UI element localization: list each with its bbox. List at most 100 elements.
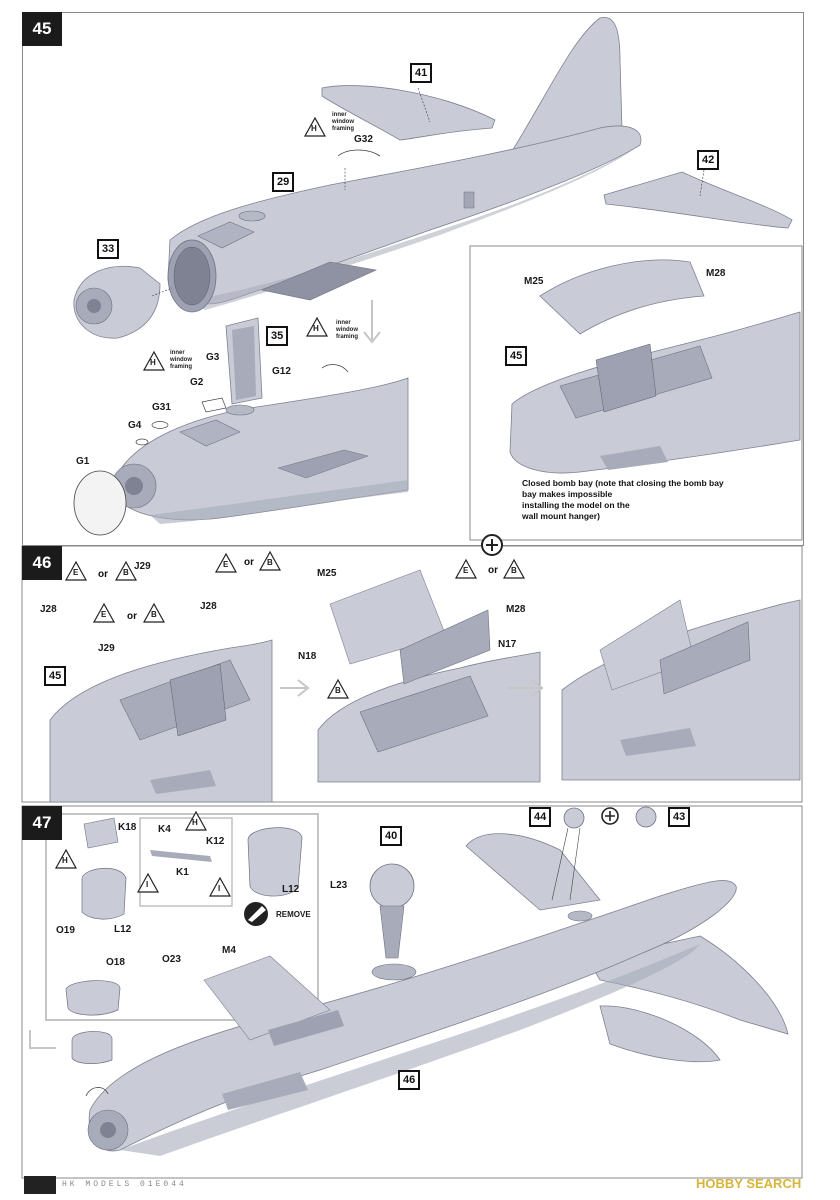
- part-o18: O18: [106, 957, 125, 968]
- part-m28-inset: M28: [706, 268, 726, 279]
- fuselage-step47: [87, 833, 789, 1156]
- triangle-h-2-label: H: [313, 324, 319, 333]
- or-text-1: or: [98, 569, 108, 580]
- triangle-h-5-label: H: [192, 818, 198, 827]
- footer-brand: HK MODELS 01E044: [62, 1180, 187, 1189]
- canopy-g1: [73, 470, 127, 536]
- triangle-i-1: [136, 872, 160, 893]
- triangle-h-4-label: H: [62, 856, 68, 865]
- turret-40: [369, 863, 415, 959]
- step-47-badge: 47: [22, 806, 62, 840]
- note-inner-window-framing-1: inner window framing: [332, 112, 355, 132]
- part-j28-left: J28: [40, 604, 57, 615]
- triangle-e-1-label: E: [73, 568, 79, 577]
- triangle-b-4-label: B: [335, 686, 341, 695]
- triangle-i-2-label: I: [218, 884, 221, 893]
- part-n18: N18: [298, 651, 317, 662]
- subassembly-41: 41: [410, 63, 433, 83]
- subassembly-45-step46: 45: [44, 666, 67, 686]
- triangle-h-5: [184, 810, 208, 831]
- triangle-i-2: [208, 876, 232, 897]
- triangle-b-5: [502, 558, 526, 579]
- triangle-e-2: [214, 552, 238, 573]
- closed-bomb-bay-caption: Closed bomb bay (note that closing the b…: [522, 478, 724, 521]
- part-35-assembly: [225, 317, 263, 405]
- step-45-badge: 45: [22, 12, 62, 46]
- part-g4: G4: [128, 420, 142, 431]
- note-inner-window-framing-2: inner window framing: [336, 320, 359, 340]
- part-m25-46: M25: [317, 568, 337, 579]
- part-k12: K12: [206, 836, 225, 847]
- part-k1: K1: [176, 867, 189, 878]
- part-m28-46: M28: [506, 604, 526, 615]
- subassembly-45-inset: 45: [505, 346, 528, 366]
- triangle-b-1-label: B: [123, 568, 129, 577]
- part-o19: O19: [56, 925, 75, 936]
- triangle-b-2: [258, 550, 282, 571]
- triangle-e-2-label: E: [223, 560, 229, 569]
- part-g32: G32: [354, 134, 373, 145]
- triangle-h-3-label: H: [150, 358, 156, 367]
- subassembly-29: 29: [272, 172, 295, 192]
- step-46-badge: 46: [22, 546, 62, 580]
- subassembly-42: 42: [697, 150, 720, 170]
- part-m4: M4: [222, 945, 236, 956]
- fuselage-step45-lower: [111, 377, 409, 524]
- part-m25-inset: M25: [524, 276, 544, 287]
- triangle-b-2-label: B: [267, 558, 273, 567]
- wing-left-47: [465, 833, 601, 911]
- tail-47: [599, 1005, 721, 1063]
- triangle-b-4: [326, 678, 350, 699]
- wing-41: [321, 85, 496, 141]
- ball-turret-44: [563, 807, 585, 829]
- triangle-h-1-label: H: [311, 124, 317, 133]
- triangle-b-1: [114, 560, 138, 581]
- subassembly-46: 46: [398, 1070, 421, 1090]
- nose-cone-33: [73, 265, 161, 339]
- part-o23: O23: [162, 954, 181, 965]
- part-l12-right: L12: [282, 884, 300, 895]
- step46-view3: [561, 599, 801, 781]
- subassembly-40: 40: [380, 826, 403, 846]
- part-j28-right: J28: [200, 601, 217, 612]
- or-text-2: or: [244, 557, 254, 568]
- sub-parts-47: [65, 817, 303, 1097]
- subassembly-33: 33: [97, 239, 120, 259]
- part-g1: G1: [76, 456, 90, 467]
- ball-turret-43: [635, 806, 657, 828]
- part-n17: N17: [498, 639, 517, 650]
- step-46-panel: [21, 545, 803, 803]
- triangle-e-3-label: E: [101, 610, 107, 619]
- wing-right-47: [587, 935, 789, 1035]
- part-j29-top: J29: [134, 561, 151, 572]
- part-g3: G3: [206, 352, 220, 363]
- part-k18: K18: [118, 822, 137, 833]
- subassembly-43: 43: [668, 807, 691, 827]
- triangle-i-1-label: I: [146, 880, 149, 889]
- part-g31: G31: [152, 402, 171, 413]
- wing-42: [603, 171, 793, 229]
- triangle-e-4-label: E: [463, 566, 469, 575]
- part-k4: K4: [158, 824, 171, 835]
- or-text-3: or: [127, 611, 137, 622]
- triangle-h-2: [305, 316, 329, 337]
- or-text-4: or: [488, 565, 498, 576]
- part-j29-mid: J29: [98, 643, 115, 654]
- triangle-b-3: [142, 602, 166, 623]
- step46-view1: [49, 639, 273, 803]
- step46-view2: [317, 569, 541, 783]
- triangle-h-4: [54, 848, 78, 869]
- inset-fuselage: [509, 259, 801, 474]
- part-l12-left: L12: [114, 924, 132, 935]
- part-g2: G2: [190, 377, 204, 388]
- footer-watermark: HOBBY SEARCH: [696, 1176, 802, 1191]
- part-g12: G12: [272, 366, 291, 377]
- hk-logo-icon: [24, 1176, 56, 1194]
- triangle-h-3: [142, 350, 166, 371]
- triangle-e-1: [64, 560, 88, 581]
- step-47-panel: [21, 805, 803, 1179]
- part-l23: L23: [330, 880, 348, 891]
- triangle-h-1: [303, 116, 327, 137]
- triangle-e-3: [92, 602, 116, 623]
